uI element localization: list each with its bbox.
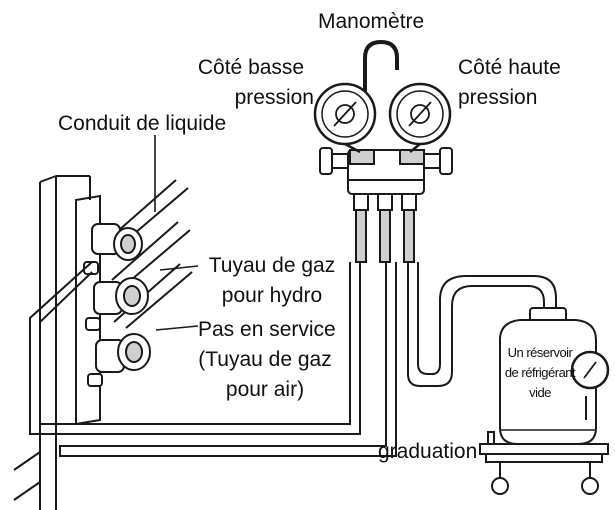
label-high-side: Côté haute pression xyxy=(458,56,561,110)
label-tank-line3: vide xyxy=(529,385,551,400)
label-low-side-line1: Côté basse xyxy=(197,56,305,79)
scale xyxy=(479,431,609,495)
label-unused-line3: pour air) xyxy=(225,378,305,401)
label-tank: Un réservoir de réfrigérant vide xyxy=(500,344,580,401)
label-gas-hydro-line2: pour hydro xyxy=(221,284,323,307)
hose-tank xyxy=(407,262,557,387)
leader-lines xyxy=(154,135,199,331)
manifold xyxy=(319,39,453,263)
label-high-side-line1: Côté haute xyxy=(458,56,561,79)
label-gas-hydro: Tuyau de gaz pour hydro xyxy=(198,254,346,308)
label-unused: Pas en service (Tuyau de gaz pour air) xyxy=(180,318,350,402)
label-manometer: Manomètre xyxy=(318,10,425,33)
label-unused-line1: Pas en service xyxy=(198,318,336,341)
refrigerant-tank xyxy=(499,307,597,445)
label-low-side-line2: pression xyxy=(234,86,314,109)
wall-frame xyxy=(13,175,101,510)
label-tank-line1: Un réservoir xyxy=(507,345,573,360)
hose-center xyxy=(59,262,397,457)
valve-unused xyxy=(87,333,151,387)
label-tank-line2: de réfrigérant xyxy=(504,365,576,380)
label-unused-line2: (Tuyau de gaz xyxy=(198,348,332,371)
valve-liquid xyxy=(83,223,143,275)
valve-gas-hydro xyxy=(85,277,149,331)
label-scale: graduation xyxy=(378,440,478,463)
service-valves xyxy=(83,223,151,387)
label-low-side: Côté basse pression xyxy=(188,56,314,110)
label-gas-hydro-line1: Tuyau de gaz xyxy=(208,254,336,277)
tank-gauge xyxy=(570,350,610,420)
low-pressure-gauge xyxy=(313,82,377,154)
label-high-side-line2: pression xyxy=(458,86,538,109)
high-pressure-gauge xyxy=(388,82,452,153)
label-liquid-line: Conduit de liquide xyxy=(58,112,227,135)
hose-liquid xyxy=(29,261,361,435)
